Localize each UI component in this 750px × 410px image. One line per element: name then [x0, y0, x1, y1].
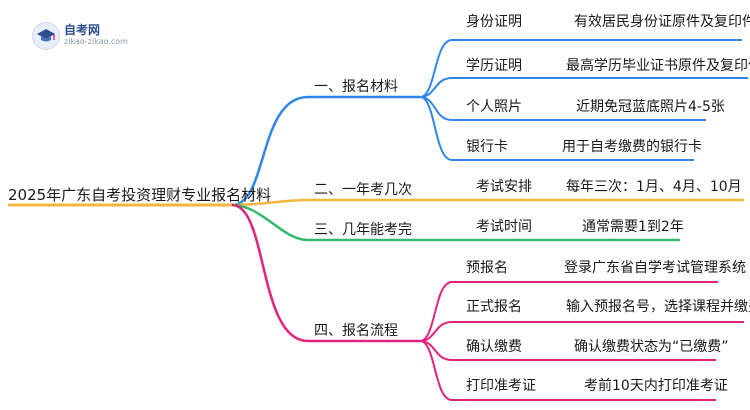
item-label: 考试安排	[476, 179, 532, 195]
branch-1-curve	[231, 95, 309, 207]
item-label: 正式报名	[466, 299, 522, 315]
item-label: 学历证明	[466, 58, 522, 74]
item-label: 银行卡	[466, 139, 508, 155]
logo-url: zikao-zikao.com	[64, 37, 128, 46]
item-value: 近期免冠蓝底照片4-5张	[576, 99, 725, 115]
item-value: 每年三次：1月、4月、10月	[566, 179, 742, 195]
graduation-cap-icon	[32, 22, 60, 50]
site-logo: 自考网 zikao-zikao.com	[32, 20, 142, 52]
branch-4-label: 四、报名流程	[314, 323, 398, 339]
logo-name: 自考网	[64, 23, 101, 37]
item-label: 预报名	[466, 260, 508, 276]
item-label: 个人照片	[466, 99, 522, 115]
root-topic: 2025年广东自考投资理财专业报名材料	[8, 186, 272, 204]
item-value: 输入预报名号，选择课程并缴费	[566, 299, 750, 315]
branch-1-label: 一、报名材料	[314, 79, 398, 95]
item-value: 用于自考缴费的银行卡	[562, 139, 702, 155]
branch-4-curve	[231, 203, 309, 343]
branch-3-curve	[231, 203, 309, 242]
item-label: 确认缴费	[466, 339, 522, 355]
item-value: 确认缴费状态为“已缴费”	[574, 339, 729, 355]
item-value: 通常需要1到2年	[582, 219, 684, 235]
item-label: 考试时间	[476, 219, 532, 235]
item-value: 考前10天内打印准考证	[584, 378, 728, 394]
item-value: 有效居民身份证原件及复印件	[574, 14, 750, 30]
branch-2-label: 二、一年考几次	[314, 182, 412, 198]
item-label: 身份证明	[466, 14, 522, 30]
item-value: 最高学历毕业证书原件及复印件	[566, 58, 750, 74]
item-label: 打印准考证	[466, 378, 536, 394]
item-value: 登录广东省自学考试管理系统	[564, 260, 746, 276]
branch-3-label: 三、几年能考完	[314, 222, 412, 238]
